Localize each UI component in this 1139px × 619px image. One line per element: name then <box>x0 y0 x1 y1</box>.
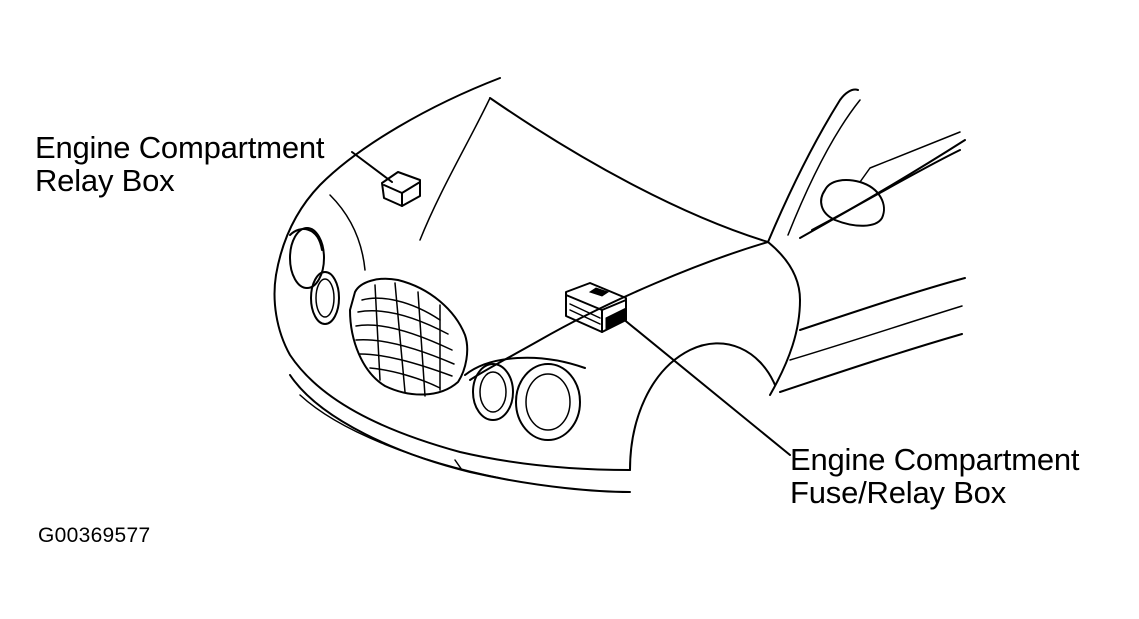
headlights <box>289 227 586 441</box>
fuse-relay-box-component <box>565 282 627 333</box>
fuse-relay-box-callout-line1: Engine Compartment <box>790 442 1080 477</box>
front-grille <box>349 277 469 397</box>
relay-box-leader-line <box>351 151 393 183</box>
relay-box-callout: Engine Compartment Relay Box <box>35 130 325 198</box>
relay-box-callout-line1: Engine Compartment <box>35 130 325 165</box>
car-body <box>273 77 966 493</box>
fuse-relay-box-leader-line <box>621 317 791 456</box>
figure-id: G00369577 <box>38 524 151 547</box>
fuse-relay-box-callout: Engine Compartment Fuse/Relay Box <box>790 442 1080 510</box>
fuse-relay-box-callout-line2: Fuse/Relay Box <box>790 475 1007 510</box>
windshield-and-mirror <box>767 88 966 243</box>
leader-lines <box>351 151 791 456</box>
relay-box-component <box>381 171 421 207</box>
relay-box-callout-line2: Relay Box <box>35 163 175 198</box>
